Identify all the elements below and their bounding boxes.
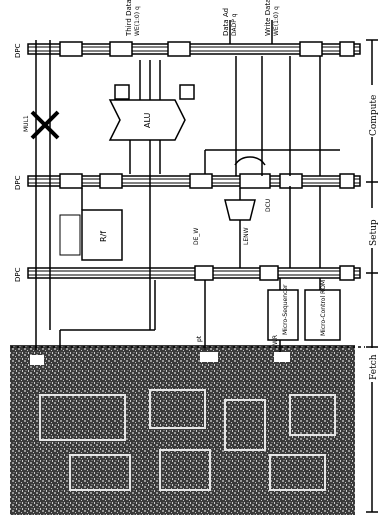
dpc-mid-label: DPC bbox=[14, 175, 22, 190]
mul-label: MUL1 bbox=[23, 115, 30, 132]
phase-fetch-label: Fetch bbox=[369, 354, 379, 380]
mux-brace bbox=[235, 157, 265, 165]
third-data-reg-label: WE(1:0) q bbox=[134, 6, 141, 36]
alu-unit bbox=[110, 60, 194, 174]
register-file-label: R/f bbox=[99, 231, 108, 242]
micro-control-rom-label: Micro-Control ROM bbox=[320, 280, 327, 336]
lenw-label: LENW bbox=[243, 227, 250, 245]
dcu-label: DCU bbox=[265, 199, 272, 212]
fetch-logic-region bbox=[10, 345, 355, 515]
data-ad-label: Data Ad bbox=[222, 8, 230, 36]
address-mux bbox=[225, 188, 255, 268]
dpc-bottom-label: DPC bbox=[14, 267, 22, 282]
register-file-block bbox=[60, 188, 122, 260]
data-ad-reg-label: DADP q bbox=[231, 13, 238, 36]
wr-label: WR bbox=[272, 335, 279, 345]
micro-sequencer-label: Micro-Sequencer bbox=[282, 284, 289, 335]
left-vertical-wires bbox=[36, 40, 155, 350]
phase-setup-label: Setup bbox=[369, 219, 379, 246]
write-data-label: Write Data bbox=[264, 0, 272, 36]
write-data-reg-label: WE(1:0) q bbox=[273, 6, 280, 36]
dpc-top-label: DPC bbox=[14, 43, 22, 58]
alu-label: ALU bbox=[143, 112, 152, 128]
de-w-label: DE_W bbox=[193, 228, 200, 245]
pt-label: pt bbox=[196, 335, 203, 342]
phase-compute-label: Compute bbox=[369, 95, 379, 136]
bus-bottom bbox=[28, 268, 360, 278]
third-data-label: Third Data bbox=[125, 0, 133, 37]
